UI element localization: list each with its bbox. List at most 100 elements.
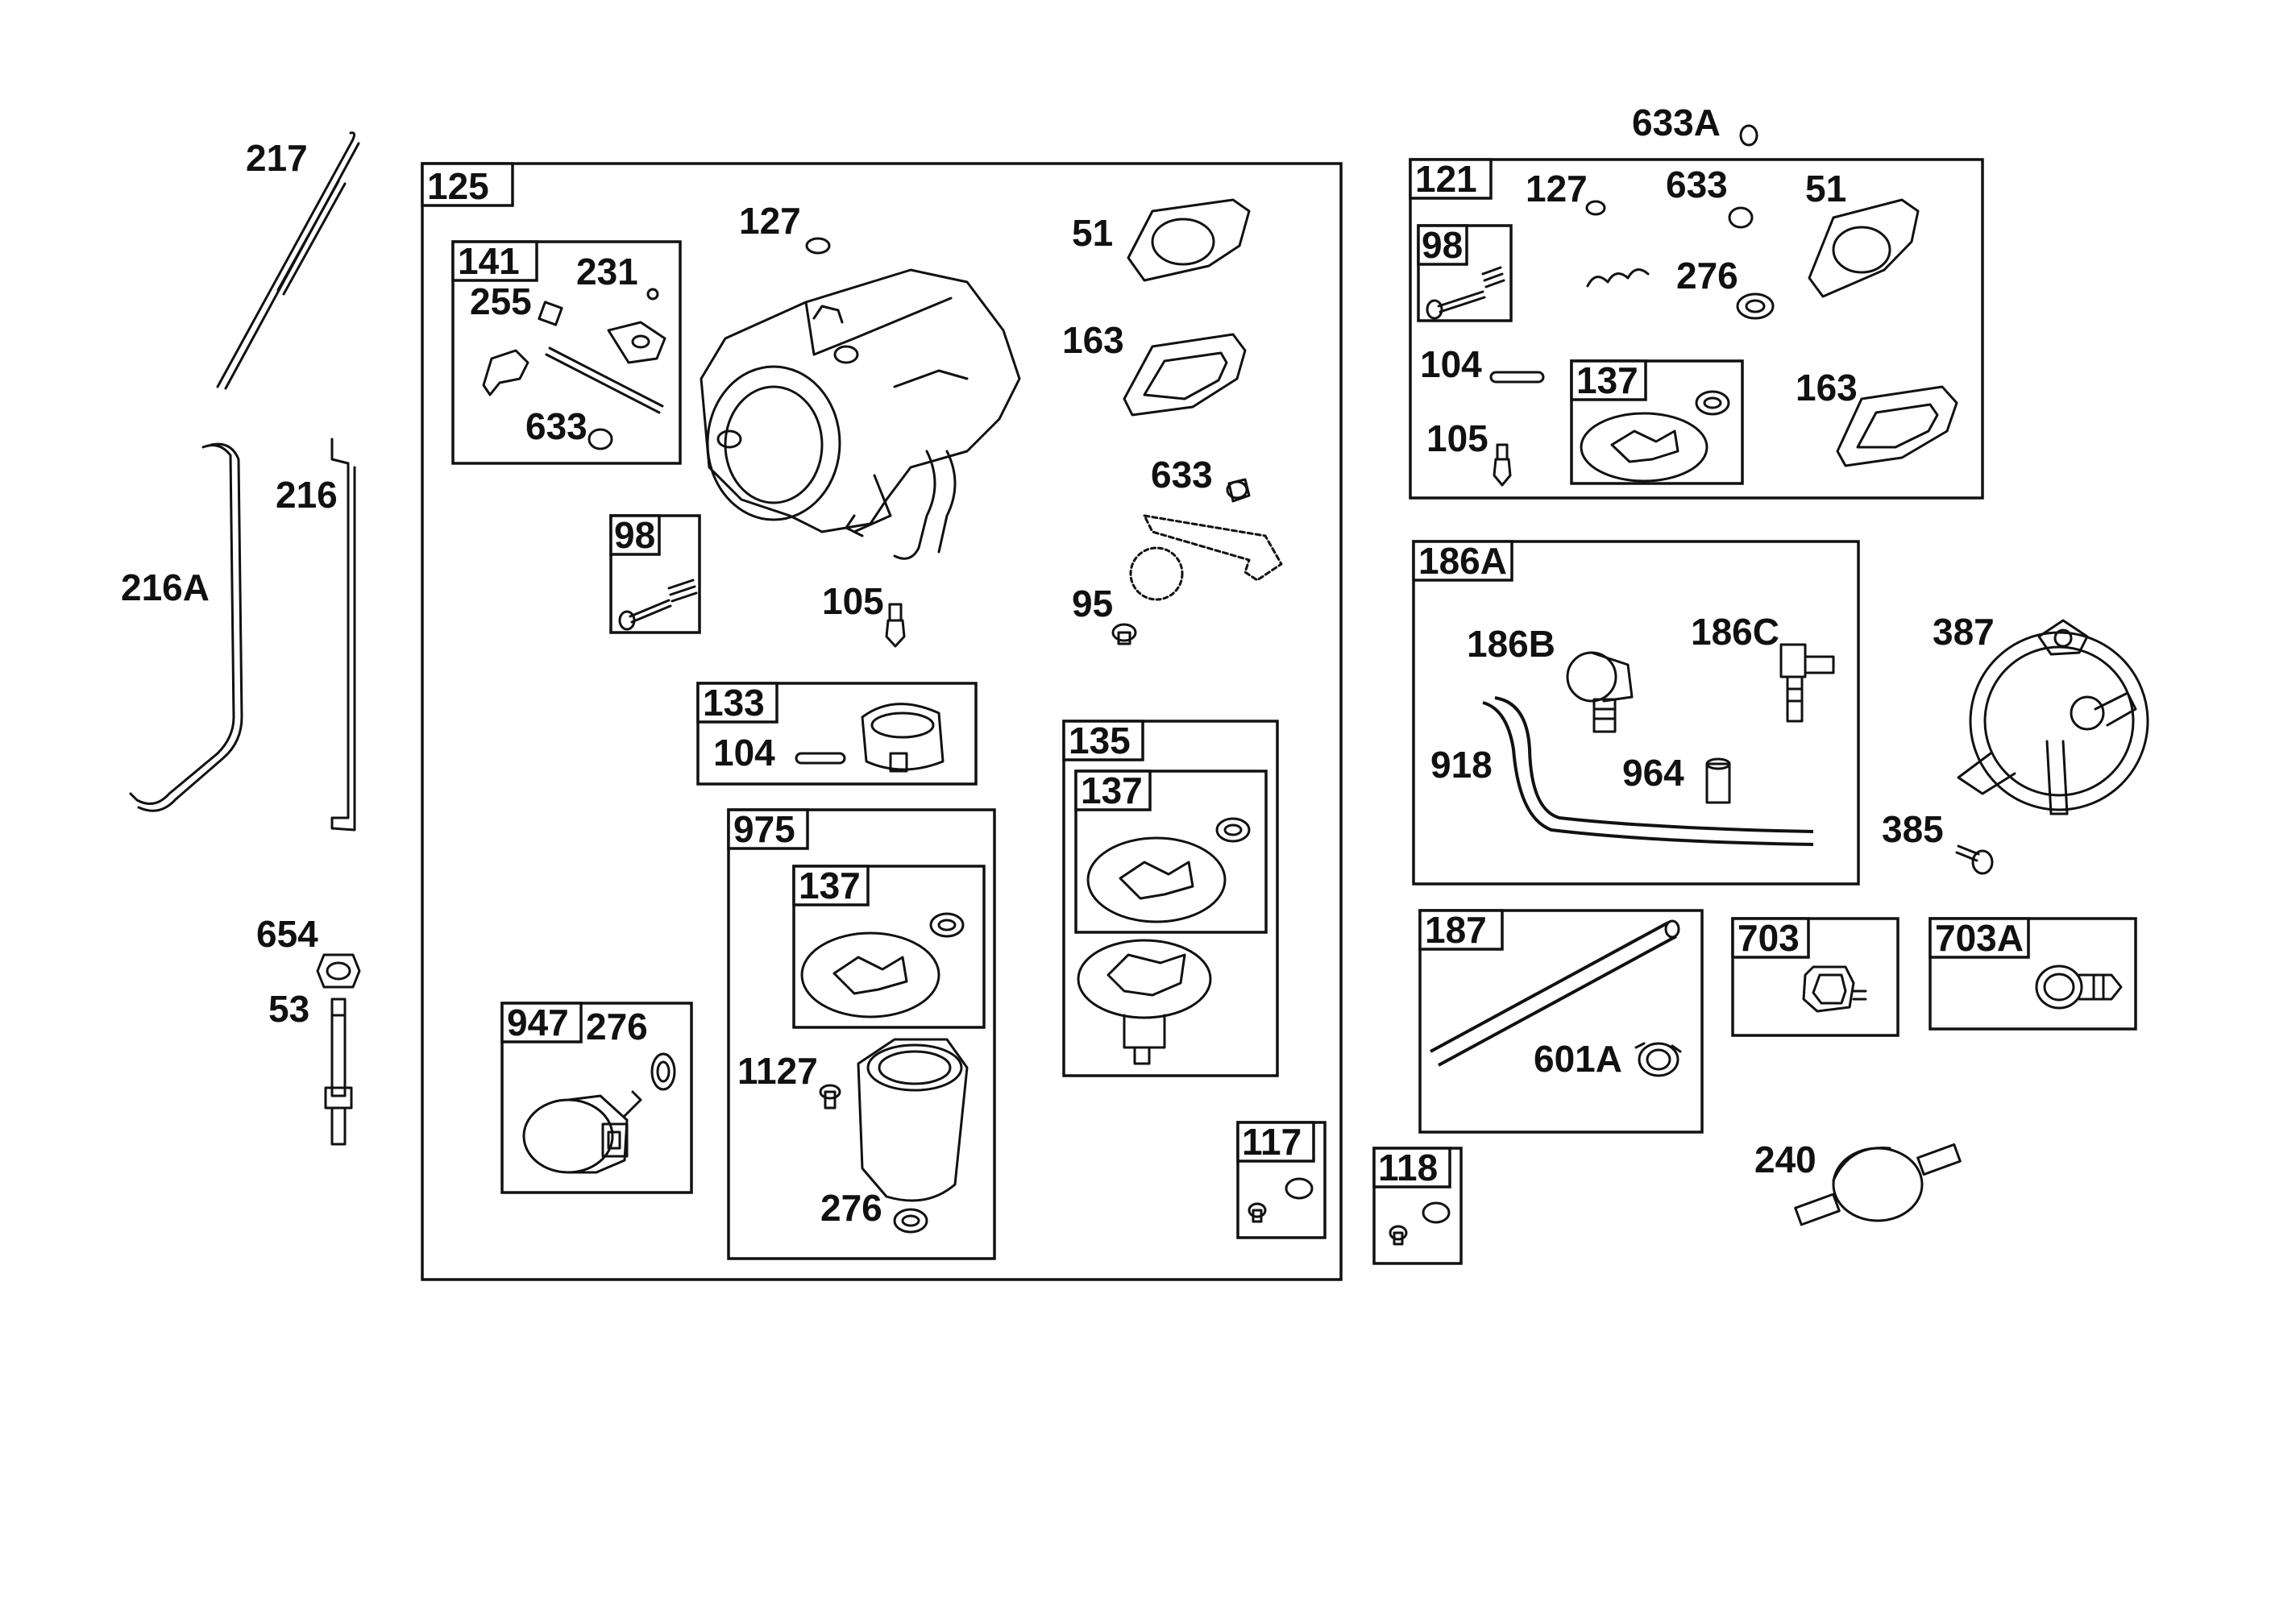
part-104-pin-b	[1489, 371, 1545, 384]
part-601A-clamp	[1634, 1042, 1682, 1077]
part-127-ring-b	[1585, 200, 1606, 216]
tag-117: 117	[1242, 1121, 1302, 1163]
tag-125: 125	[427, 165, 489, 207]
part-385-screw	[1955, 844, 1994, 875]
box-703A	[1929, 917, 2137, 1031]
part-float-bowl	[857, 1038, 969, 1202]
part-703A-clamp	[2035, 964, 2123, 1010]
tag-98-a: 98	[614, 514, 655, 556]
part-163-gasket-a	[1123, 333, 1247, 417]
part-703-clamp	[1802, 965, 1867, 1013]
box-133	[696, 682, 978, 786]
tag-135: 135	[1069, 720, 1131, 761]
tag-975: 975	[733, 808, 795, 850]
tag-118: 118	[1378, 1147, 1438, 1188]
part-964-sleeve	[1705, 757, 1731, 804]
label-654: 654	[256, 913, 318, 955]
part-127-ring	[805, 237, 831, 255]
label-633A: 633A	[1632, 102, 1721, 143]
tag-947: 947	[507, 1002, 569, 1043]
part-98-screw-spring-b	[1426, 266, 1505, 320]
part-105-needle-a	[885, 603, 906, 648]
part-217-spring	[216, 131, 360, 390]
part-216A-rod	[129, 442, 243, 812]
part-187-fuel-line	[1430, 919, 1680, 1067]
label-240: 240	[1754, 1139, 1816, 1180]
part-float	[795, 703, 945, 773]
part-137-gasket-kit-a	[1086, 817, 1251, 923]
label-633-c: 633	[1666, 164, 1728, 205]
label-276-b: 276	[586, 1006, 648, 1047]
part-98-screw-spring-a	[618, 579, 698, 631]
part-spring-121	[1586, 268, 1650, 288]
label-95: 95	[1072, 583, 1113, 624]
label-216: 216	[276, 474, 338, 516]
box-703	[1731, 917, 1899, 1037]
box-125	[421, 162, 1343, 1281]
tag-186A: 186A	[1418, 540, 1507, 582]
tag-703A: 703A	[1935, 917, 2024, 959]
tag-137-b: 137	[799, 865, 861, 906]
label-163-b: 163	[1796, 367, 1858, 409]
box-121	[1409, 158, 1984, 500]
label-276-a: 276	[820, 1187, 882, 1229]
part-118-screw-ring	[1389, 1201, 1451, 1246]
part-95-screw	[1111, 623, 1137, 645]
box-947	[500, 1002, 693, 1194]
part-135-plate	[1077, 939, 1212, 1065]
label-1127: 1127	[737, 1050, 818, 1092]
tag-137-c: 137	[1576, 359, 1638, 401]
part-186B-fitting	[1566, 651, 1634, 733]
label-217: 217	[246, 137, 308, 179]
part-51-gasket-a	[1127, 198, 1251, 282]
box-137-a	[1074, 770, 1268, 934]
part-117-screw-ring	[1248, 1177, 1314, 1223]
part-918-fuel-hose	[1482, 696, 1814, 846]
label-186C: 186C	[1691, 611, 1779, 653]
label-51-b: 51	[1805, 168, 1846, 209]
part-137-gasket-kit-b	[800, 912, 965, 1018]
part-1127-screw	[819, 1084, 841, 1110]
part-654-nut	[316, 953, 361, 989]
label-255: 255	[470, 280, 532, 322]
label-964: 964	[1622, 752, 1684, 794]
label-633-b: 633	[1151, 454, 1213, 496]
part-51-gasket-b	[1808, 198, 1920, 298]
part-633-bushing-b	[1226, 478, 1251, 503]
tag-98-b: 98	[1422, 224, 1463, 266]
part-240-fuel-filter	[1794, 1143, 1962, 1226]
part-163-gasket-b	[1836, 385, 1958, 467]
label-51-a: 51	[1072, 212, 1113, 254]
label-53: 53	[268, 988, 309, 1030]
part-947-solenoid	[522, 1052, 676, 1174]
box-187	[1418, 909, 1704, 1134]
label-104-b: 104	[1420, 343, 1482, 385]
part-633-bushing-c	[1728, 206, 1754, 229]
label-276-c: 276	[1676, 255, 1738, 297]
label-127-b: 127	[1526, 168, 1588, 209]
box-137-b	[792, 865, 986, 1029]
label-186B: 186B	[1467, 623, 1555, 665]
tag-187: 187	[1425, 909, 1487, 951]
label-387: 387	[1933, 611, 1995, 653]
label-105-b: 105	[1426, 417, 1488, 459]
part-53-stud	[324, 998, 353, 1146]
part-633A-nut	[1739, 124, 1758, 147]
label-216A: 216A	[121, 566, 210, 608]
part-carburetor-body	[700, 268, 1021, 560]
part-choke-shaft	[1129, 514, 1283, 601]
box-975	[727, 808, 996, 1260]
label-231: 231	[576, 251, 638, 292]
label-163-a: 163	[1062, 319, 1124, 361]
part-137-gasket-kit-c	[1580, 390, 1730, 483]
tag-137-a: 137	[1081, 770, 1143, 811]
label-105-a: 105	[822, 580, 884, 622]
label-601A: 601A	[1534, 1038, 1622, 1080]
part-216-rod	[330, 438, 356, 832]
part-387-fuel-pump	[1957, 619, 2149, 815]
label-127-a: 127	[739, 200, 801, 242]
part-throttle-shaft	[482, 288, 666, 450]
label-918: 918	[1430, 744, 1493, 786]
box-137-c	[1570, 359, 1744, 485]
